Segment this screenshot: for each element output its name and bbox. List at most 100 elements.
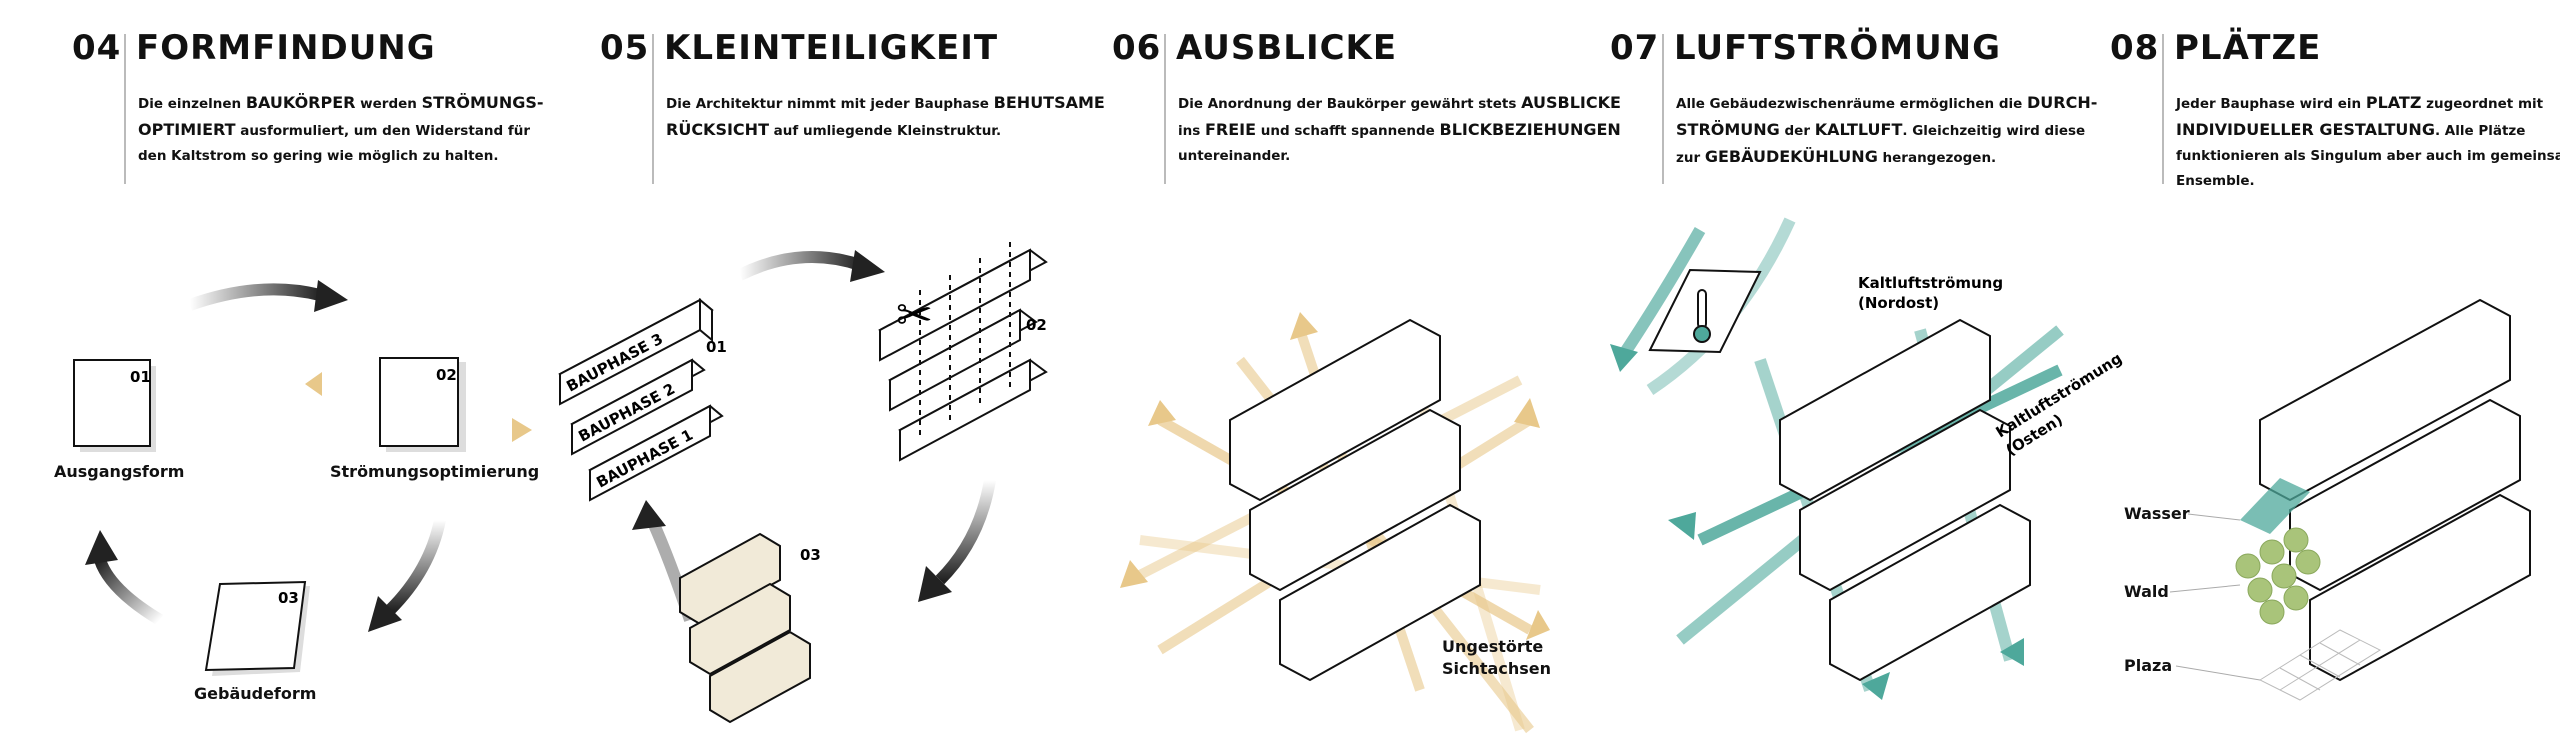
shape-number: 03: [278, 589, 299, 607]
keyword: GEBÄUDEKÜHLUNG: [1704, 147, 1878, 166]
description-line: zur GEBÄUDEKÜHLUNG herangezogen.: [1676, 144, 2097, 171]
arrowhead: [1120, 560, 1148, 588]
panel-luftstroemung: 07 LUFTSTRÖMUNG Alle Gebäudezwischenräum…: [1600, 0, 2125, 751]
panel-title: PLÄTZE: [2174, 28, 2322, 68]
text-segment: herangezogen.: [1877, 150, 1997, 166]
step-number: 02: [1026, 316, 1047, 334]
keyword: BAUKÖRPER: [245, 93, 356, 112]
keyword: BLICKBEZIEHUNGEN: [1439, 120, 1621, 139]
label-nordost-1: Kaltluftströmung: [1858, 274, 2003, 292]
description-line: funktionieren als Singulum aber auch im …: [2176, 144, 2560, 169]
arrowhead: [85, 530, 118, 565]
text-segment: Die Anordnung der Baukörper gewährt stet…: [1178, 96, 1522, 112]
cut-bars: ✂ 02: [878, 242, 1048, 462]
baukoerper: [1779, 318, 2031, 682]
arrowhead: [314, 280, 348, 312]
panel-description: Die Architektur nimmt mit jeder Bauphase…: [666, 90, 1105, 144]
panel-title: KLEINTEILIGKEIT: [664, 28, 999, 68]
text-segment: funktionieren als Singulum aber auch im …: [2176, 148, 2560, 164]
description-line: ins FREIE und schafft spannende BLICKBEZ…: [1178, 117, 1621, 144]
text-segment: auf umliegende Kleinstruktur.: [768, 123, 1002, 139]
panel-formfindung: 04 FORMFINDUNG Die einzelnen BAUKÖRPER w…: [0, 0, 560, 751]
text-segment: ausformuliert, um den Widerstand für: [235, 123, 531, 139]
panel-number: 07: [1610, 28, 1660, 68]
plaza-platz: [2258, 629, 2382, 701]
description-line: INDIVIDUELLER GESTALTUNG. Alle Plätze: [2176, 117, 2560, 144]
label-stroemungsoptimierung: Strömungsoptimierung: [330, 462, 540, 481]
panel-kleinteiligkeit: 05 KLEINTEILIGKEIT Die Architektur nimmt…: [558, 0, 1105, 751]
keyword: STRÖMUNGS-: [421, 93, 544, 112]
arrowhead: [1514, 398, 1540, 428]
arrowhead: [1610, 344, 1638, 372]
description-line: Jeder Bauphase wird ein PLATZ zugeordnet…: [2176, 90, 2560, 117]
keyword: PLATZ: [2365, 93, 2422, 112]
keyword: OPTIMIERT: [138, 120, 236, 139]
keyword: BEHUTSAME: [993, 93, 1105, 112]
keyword: DURCH-: [2026, 93, 2098, 112]
panel-number: 05: [600, 28, 650, 68]
plaetze-diagram: [2169, 298, 2531, 701]
text-segment: untereinander.: [1178, 148, 1291, 164]
thermometer-box: [1648, 268, 1762, 354]
cycle-arrow-top: [187, 283, 322, 311]
formfindung-diagram: 01 02 03: [73, 280, 532, 676]
panel-description: Jeder Bauphase wird ein PLATZ zugeordnet…: [2176, 90, 2560, 194]
text-segment: zur: [1676, 150, 1705, 166]
description-line: Die Architektur nimmt mit jeder Bauphase…: [666, 90, 1105, 117]
keyword: STRÖMUNG: [1676, 120, 1780, 139]
keyword: AUSBLICKE: [1521, 93, 1621, 112]
description-line: Die Anordnung der Baukörper gewährt stet…: [1178, 90, 1621, 117]
keyword: KALTLUFT: [1814, 120, 1903, 139]
baukoerper: [2259, 298, 2531, 682]
kleinteilige-riegel: [679, 532, 811, 724]
divider: [124, 34, 126, 184]
panel-description: Alle Gebäudezwischenräume ermöglichen di…: [1676, 90, 2097, 171]
description-line: STRÖMUNG der KALTLUFT. Gleichzeitig wird…: [1676, 117, 2097, 144]
stroemung-shape: [379, 357, 459, 447]
text-segment: zugeordnet mit: [2421, 96, 2544, 112]
label-nordost-2: (Nordost): [1858, 294, 1939, 312]
text-segment: den Kaltstrom so gering wie möglich zu h…: [138, 148, 499, 164]
arrowhead: [1526, 610, 1550, 640]
description-line: den Kaltstrom so gering wie möglich zu h…: [138, 144, 544, 169]
bauphase-bars: BAUPHASE 3 BAUPHASE 2 BAUPHASE 1 01: [558, 297, 727, 502]
baukoerper: [1229, 318, 1481, 682]
scissors-icon: ✂: [896, 290, 933, 341]
arrowhead: [1862, 672, 1890, 700]
shape-number: 01: [130, 368, 151, 386]
text-segment: ins: [1178, 123, 1205, 139]
description-line: OPTIMIERT ausformuliert, um den Widersta…: [138, 117, 544, 144]
luftstroemung-diagram: Kaltluftströmung (Nordost) Kaltluftström…: [1610, 217, 2125, 700]
arrowhead: [632, 500, 666, 530]
label-wasser: Wasser: [2124, 504, 2190, 523]
ausblicke-diagram: [1120, 312, 1550, 734]
cycle-arrow-left: [94, 557, 164, 626]
arrowhead: [368, 596, 402, 632]
gebaeudeform-shape: [204, 580, 307, 672]
keyword: FREIE: [1204, 120, 1257, 139]
kleinteiligkeit-diagram: BAUPHASE 3 BAUPHASE 2 BAUPHASE 1 01 ✂ 02: [558, 242, 1048, 724]
panel-ausblicke: 06 AUSBLICKE Die Anordnung der Baukörper…: [1100, 0, 1621, 751]
label-line: Ungestörte: [1442, 637, 1544, 656]
thermometer-icon: [1697, 289, 1707, 329]
text-segment: und schafft spannende: [1256, 123, 1440, 139]
description-line: Die einzelnen BAUKÖRPER werden STRÖMUNGS…: [138, 90, 544, 117]
divider: [2162, 34, 2164, 184]
step-number: 03: [800, 546, 821, 564]
panel-number: 04: [72, 28, 122, 68]
label-wald: Wald: [2124, 582, 2169, 601]
arrowhead: [1668, 512, 1696, 540]
text-segment: Die Architektur nimmt mit jeder Bauphase: [666, 96, 994, 112]
arrowhead: [512, 418, 532, 442]
panel-number: 06: [1112, 28, 1162, 68]
label-sichtachsen: Ungestörte Sichtachsen: [1442, 636, 1551, 680]
panel-title: FORMFINDUNG: [136, 28, 436, 68]
text-segment: Die einzelnen: [138, 96, 246, 112]
step-number: 01: [706, 338, 727, 356]
panel-number: 08: [2110, 28, 2160, 68]
text-segment: der: [1779, 123, 1815, 139]
cycle-arrow-right: [935, 478, 996, 585]
description-line: untereinander.: [1178, 144, 1621, 169]
arrowhead: [2000, 638, 2024, 666]
divider: [1164, 34, 1166, 184]
